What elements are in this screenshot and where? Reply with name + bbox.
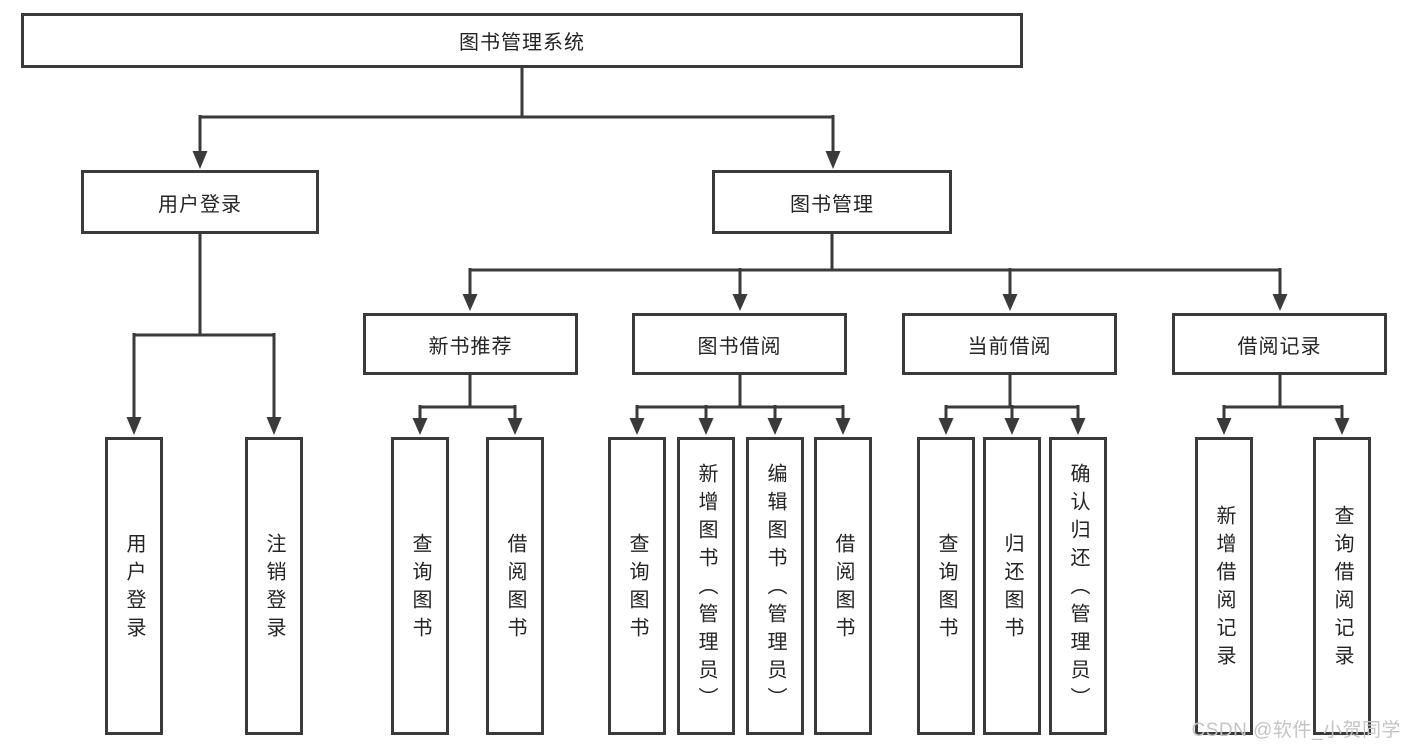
node-book-borrow: 图书借阅: [632, 313, 847, 375]
connector-current-borrow-to-leaves: [944, 375, 1080, 420]
node-leaf-logout: 注销登录: [245, 437, 303, 735]
node-leaf-edit-books-admin: 编辑图书（管理员）: [746, 437, 804, 735]
arrowheads-root-to-level2: [192, 151, 841, 169]
node-leaf-add-borrow-record: 新增借阅记录: [1195, 437, 1253, 735]
node-leaf-user-login: 用户登录: [105, 437, 163, 735]
node-leaf-borrow-query-books: 查询图书: [608, 437, 666, 735]
arrowheads-book-management-to-level3: [462, 294, 1288, 311]
node-current-borrow: 当前借阅: [902, 313, 1117, 375]
connector-root-to-level2: [198, 68, 835, 153]
connector-borrow-records-to-leaves: [1222, 375, 1344, 420]
connector-book-management-to-level3: [468, 234, 1282, 296]
node-library-system: 图书管理系统: [21, 13, 1023, 68]
node-borrow-records: 借阅记录: [1172, 313, 1387, 375]
arrowheads-new-book-recommend-to-leaves: [412, 418, 523, 435]
node-new-book-recommend: 新书推荐: [363, 313, 578, 375]
arrowheads-current-borrow-to-leaves: [938, 418, 1086, 435]
node-leaf-query-borrow-record: 查询借阅记录: [1313, 437, 1371, 735]
node-leaf-recommend-borrow-books: 借阅图书: [486, 437, 544, 735]
node-leaf-recommend-query-books: 查询图书: [391, 437, 449, 735]
node-book-management: 图书管理: [712, 170, 952, 234]
node-leaf-current-query-books: 查询图书: [917, 437, 975, 735]
arrowheads-borrow-records-to-leaves: [1216, 418, 1350, 435]
csdn-watermark: CSDN @软件_小贺同学: [1191, 720, 1401, 741]
node-user-login: 用户登录: [81, 170, 319, 234]
connector-book-borrow-to-leaves: [635, 375, 845, 420]
node-leaf-add-books-admin: 新增图书（管理员）: [677, 437, 735, 735]
node-leaf-return-books: 归还图书: [983, 437, 1041, 735]
node-leaf-borrow-books: 借阅图书: [814, 437, 872, 735]
connector-user-login-to-leaves: [132, 234, 276, 419]
arrowheads-user-login-to-leaves: [126, 417, 282, 435]
connector-new-book-recommend-to-leaves: [418, 375, 517, 420]
node-leaf-confirm-return-admin: 确认归还（管理员）: [1049, 437, 1107, 735]
arrowheads-book-borrow-to-leaves: [629, 418, 851, 435]
